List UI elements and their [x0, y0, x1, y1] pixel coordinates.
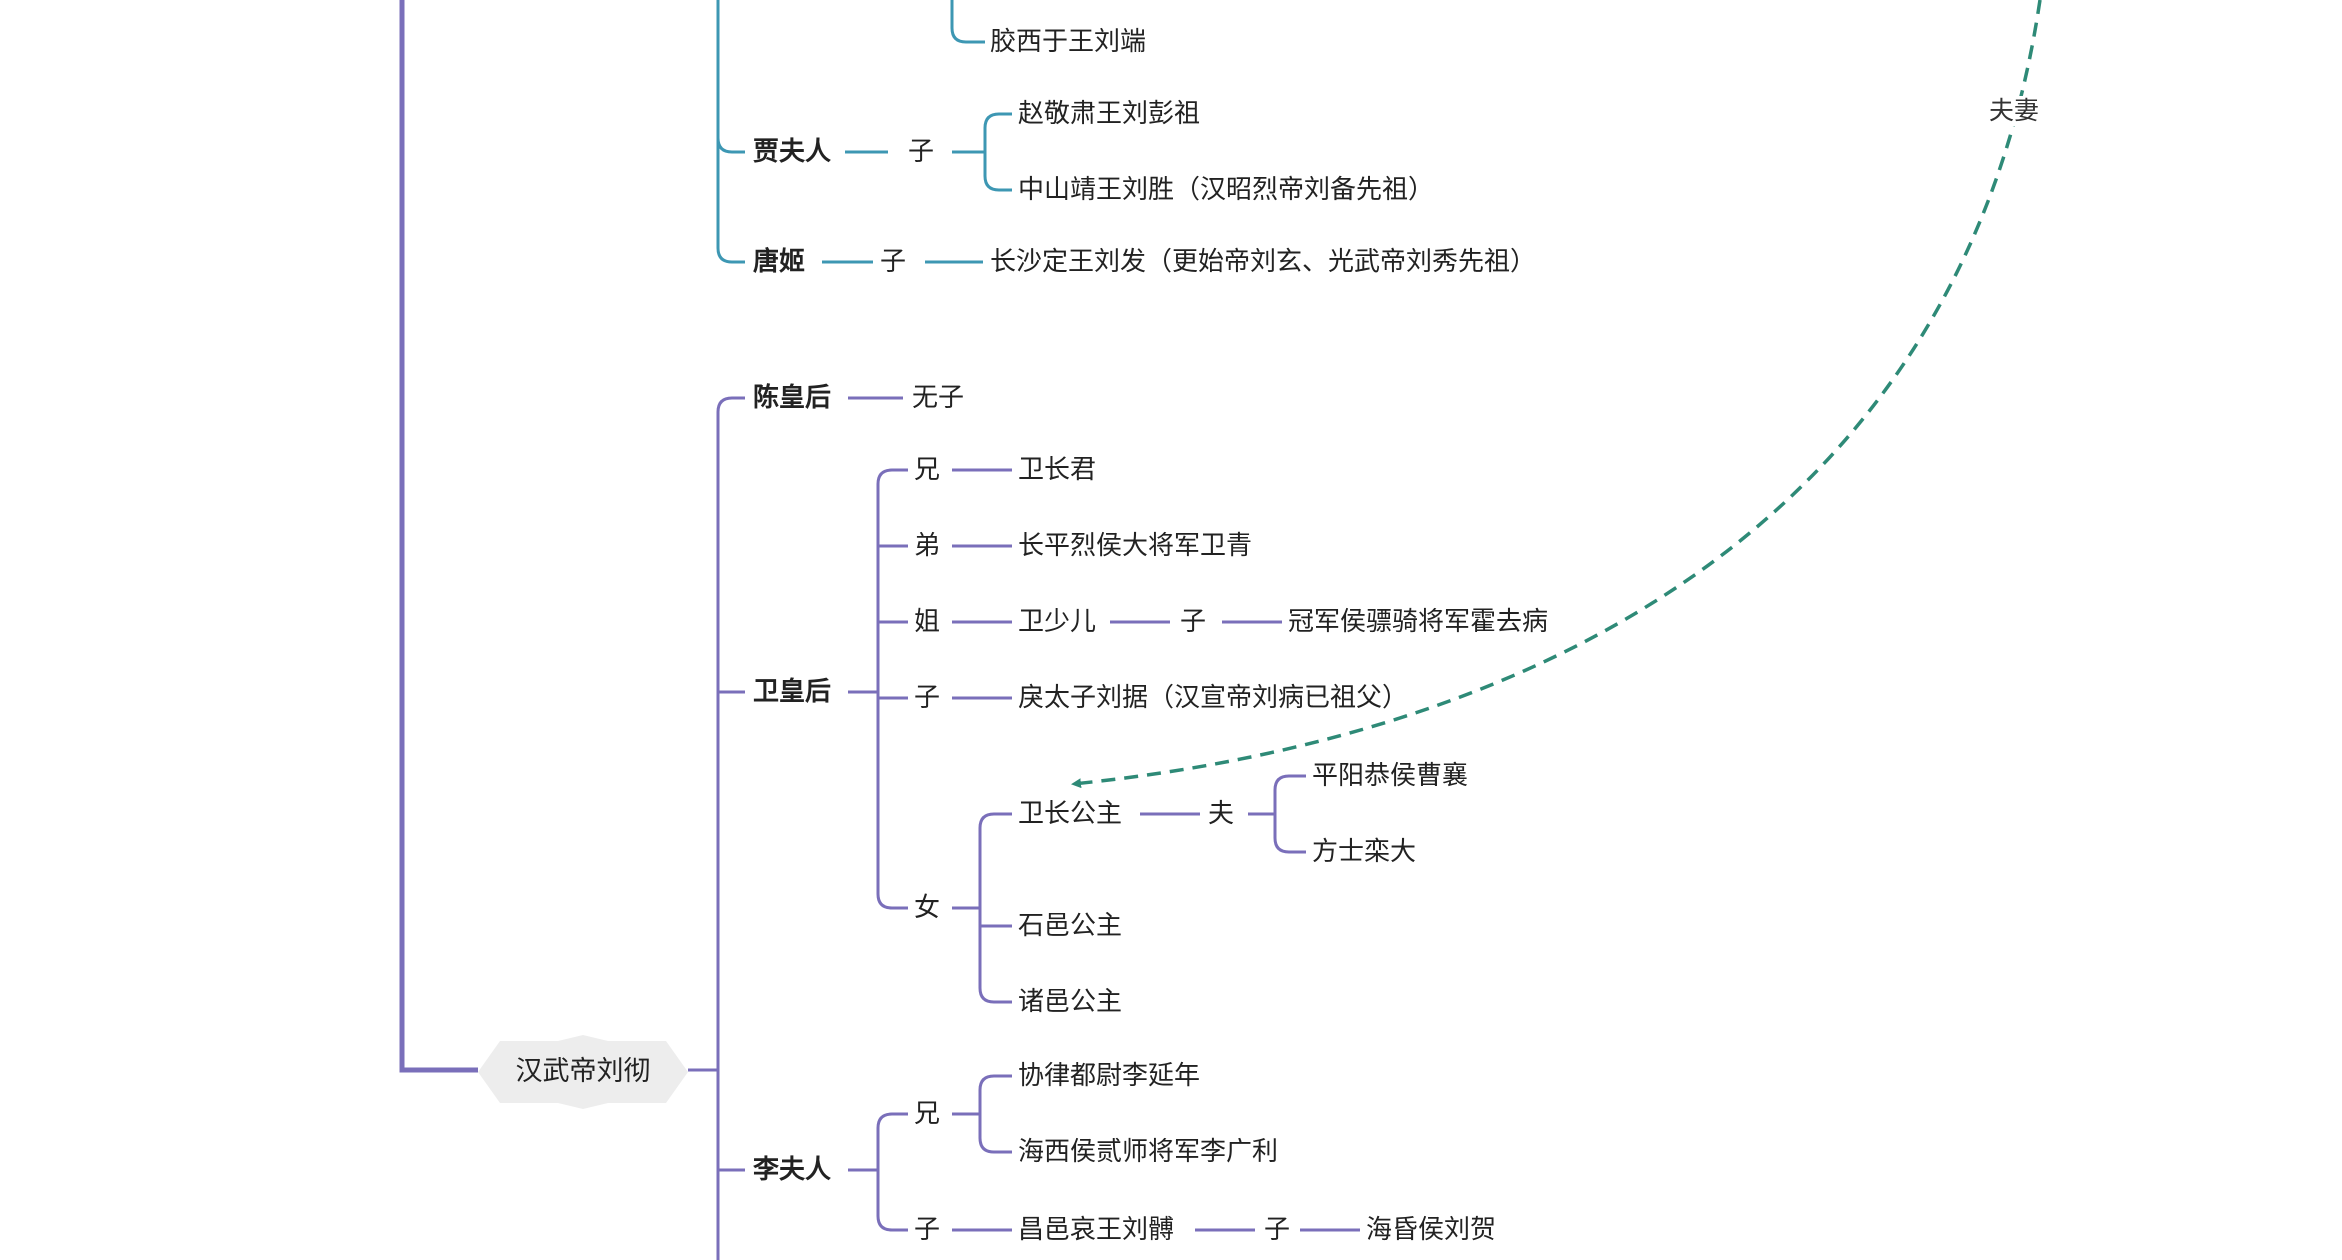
- node-jia-zi[interactable]: 子: [908, 137, 935, 167]
- node-huo-qubing[interactable]: 冠军侯骠骑将军霍去病: [1288, 607, 1549, 637]
- node-wei-shaoer[interactable]: 卫少儿: [1018, 607, 1097, 637]
- node-li-furen[interactable]: 李夫人: [753, 1155, 832, 1185]
- node-jiaoxi[interactable]: 胶西于王刘端: [990, 27, 1147, 57]
- node-jia-furen[interactable]: 贾夫人: [753, 137, 832, 167]
- node-liu-bo[interactable]: 昌邑哀王刘髆: [1018, 1215, 1175, 1245]
- node-wei-di[interactable]: 弟: [914, 531, 941, 561]
- root-node[interactable]: 汉武帝刘彻: [478, 1035, 688, 1109]
- node-li-guangli[interactable]: 海西侯贰师将军李广利: [1018, 1137, 1279, 1167]
- node-li-xiong[interactable]: 兄: [914, 1099, 941, 1129]
- node-gongzhu-fu[interactable]: 夫: [1208, 799, 1235, 829]
- node-shaoer-zi[interactable]: 子: [1180, 607, 1207, 637]
- node-wei-xiong[interactable]: 兄: [914, 455, 941, 485]
- node-li-yannian[interactable]: 协律都尉李延年: [1018, 1061, 1201, 1091]
- node-wei-zi[interactable]: 子: [914, 683, 941, 713]
- node-chen-child[interactable]: 无子: [912, 383, 965, 413]
- node-zhongshan-jing[interactable]: 中山靖王刘胜（汉昭烈帝刘备先祖）: [1018, 175, 1435, 205]
- node-chen-huanghou[interactable]: 陈皇后: [753, 383, 832, 413]
- node-cao-xiang[interactable]: 平阳恭侯曹襄: [1312, 761, 1469, 791]
- node-wei-jie[interactable]: 姐: [914, 607, 941, 637]
- node-shiyi-gongzhu[interactable]: 石邑公主: [1018, 911, 1123, 941]
- node-tang-zi[interactable]: 子: [880, 247, 907, 277]
- node-wei-nv[interactable]: 女: [914, 893, 941, 923]
- node-li-zi[interactable]: 子: [914, 1215, 941, 1245]
- node-luan-da[interactable]: 方士栾大: [1312, 837, 1417, 867]
- node-wei-qing[interactable]: 长平烈侯大将军卫青: [1018, 531, 1253, 561]
- teal-branch-lines: [716, 0, 1012, 264]
- node-liu-he[interactable]: 海昏侯刘贺: [1366, 1215, 1497, 1245]
- node-tang-ji[interactable]: 唐姬: [753, 247, 806, 277]
- node-wei-zhangjun[interactable]: 卫长君: [1018, 455, 1097, 485]
- purple-branch-lines: [716, 396, 1360, 1260]
- node-changsha-ding[interactable]: 长沙定王刘发（更始帝刘玄、光武帝刘秀先祖）: [990, 247, 1537, 277]
- root-node-shape: [478, 1035, 688, 1109]
- root-label: 汉武帝刘彻: [515, 1056, 651, 1087]
- trunk-line: [399, 0, 478, 1073]
- node-wei-huanghou[interactable]: 卫皇后: [753, 677, 832, 707]
- node-zhuyi-gongzhu[interactable]: 诸邑公主: [1018, 987, 1123, 1017]
- node-wei-zhanggongzhu[interactable]: 卫长公主: [1018, 799, 1123, 829]
- node-bo-zi[interactable]: 子: [1264, 1215, 1291, 1245]
- node-liu-ju[interactable]: 戾太子刘据（汉宣帝刘病已祖父）: [1018, 683, 1409, 713]
- spouse-relation-curve: [1071, 0, 2042, 789]
- relation-label: 夫妻: [1986, 96, 2043, 126]
- node-zhao-jingsu[interactable]: 赵敬肃王刘彭祖: [1018, 99, 1201, 129]
